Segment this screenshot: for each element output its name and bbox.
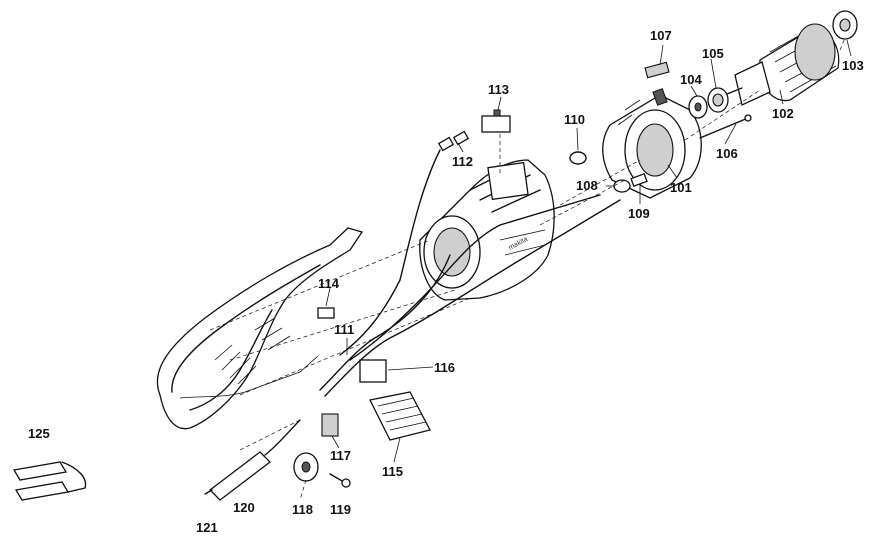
callout-108: 108 [576,178,598,193]
ring-110 [569,151,587,165]
callout-116: 116 [434,360,455,375]
wire-harness-111 [319,149,621,397]
callout-112: 112 [452,154,473,169]
callout-111: 111 [334,322,354,337]
callout-109: 109 [628,206,650,221]
clip-125 [12,461,87,501]
callout-125: 125 [28,426,50,441]
assembly-guides [209,37,846,501]
switch-113 [481,109,511,133]
screw-119 [329,473,351,488]
bearing-103 [832,10,858,40]
callout-110: 110 [564,112,585,127]
noise-suppressor-116 [359,359,387,383]
callout-101: 101 [670,180,692,195]
callout-117: 117 [330,448,351,463]
callout-105: 105 [702,46,724,61]
cord-guard-118 [293,452,319,482]
terminal-109 [630,173,648,187]
connector-114 [317,307,335,319]
callout-103: 103 [842,58,864,73]
callout-102: 102 [772,106,794,121]
callout-113: 113 [488,82,509,97]
callout-107: 107 [650,28,672,43]
callout-119: 119 [330,502,351,517]
bearing-104 [688,95,708,119]
callout-121: 121 [196,520,218,535]
carbon-brush-107 [644,61,670,79]
armature [721,23,840,106]
callout-labels: 101 102 103 104 105 106 107 108 109 110 … [28,28,864,535]
filter-plate-115 [369,391,431,441]
terminal-block-117 [321,413,339,437]
callout-120: 120 [233,500,255,515]
screw-106 [699,114,752,139]
housing-half [156,227,364,430]
callout-118: 118 [292,502,313,517]
lead-connector-112 [437,130,470,152]
field-stator [602,88,702,199]
callout-106: 106 [716,146,738,161]
callout-114: 114 [318,276,340,291]
callout-115: 115 [382,464,403,479]
cord-120 [204,419,301,501]
insulation-washer-105 [707,87,729,113]
callout-104: 104 [680,72,702,87]
leader-lines [325,39,852,463]
